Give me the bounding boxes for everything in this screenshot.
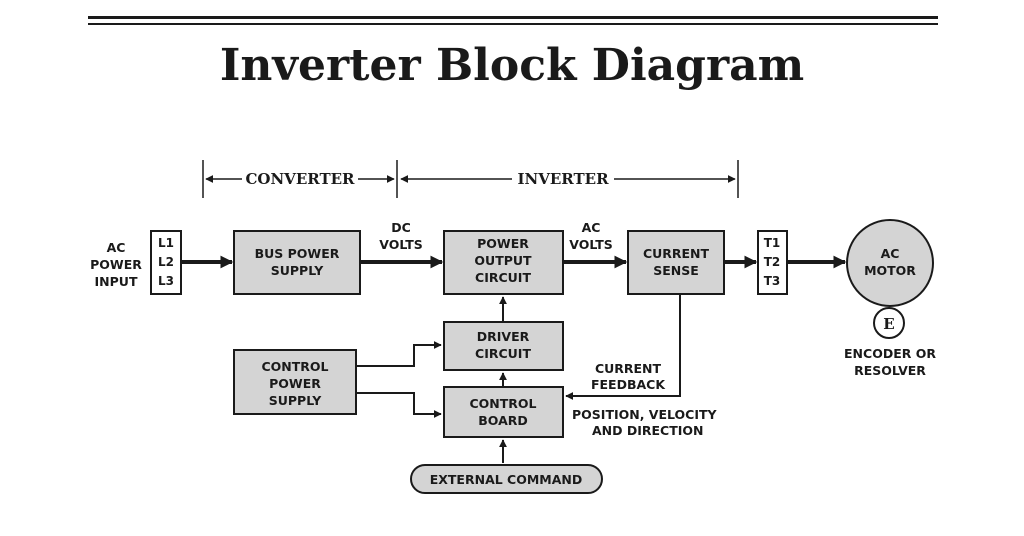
svg-text:ENCODER OR: ENCODER OR — [844, 346, 936, 361]
inverter-span: INVERTER — [400, 160, 739, 198]
external-command-block: EXTERNAL COMMAND — [410, 464, 603, 494]
svg-text:POSITION, VELOCITY: POSITION, VELOCITY — [572, 407, 718, 422]
svg-text:BOARD: BOARD — [478, 413, 528, 428]
diagram-title: Inverter Block Diagram — [220, 40, 804, 91]
power-output-circuit-block: POWER OUTPUT CIRCUIT — [443, 230, 564, 295]
svg-text:CURRENT: CURRENT — [643, 246, 710, 261]
svg-text:SUPPLY: SUPPLY — [271, 263, 324, 278]
svg-text:CIRCUIT: CIRCUIT — [475, 270, 531, 285]
terminal-l2: L2 — [158, 255, 174, 269]
input-terminal-block: L1 L2 L3 — [150, 230, 182, 295]
svg-text:MOTOR: MOTOR — [864, 263, 916, 278]
ac-motor: AC MOTOR — [846, 219, 934, 307]
encoder-label: ENCODER OR RESOLVER — [844, 346, 936, 378]
svg-text:VOLTS: VOLTS — [379, 237, 423, 252]
svg-text:SENSE: SENSE — [653, 263, 699, 278]
dc-volts-label: DC VOLTS — [379, 220, 423, 252]
terminal-l3: L3 — [158, 274, 174, 288]
svg-text:POWER: POWER — [477, 236, 529, 251]
terminal-t2: T2 — [764, 255, 781, 269]
svg-text:CONTROL: CONTROL — [261, 359, 328, 374]
svg-text:SUPPLY: SUPPLY — [269, 393, 322, 408]
svg-text:POWER: POWER — [90, 257, 142, 272]
current-sense-block: CURRENT SENSE — [627, 230, 725, 295]
encoder: E — [873, 307, 905, 339]
svg-text:INPUT: INPUT — [95, 274, 138, 289]
top-rule-lower — [88, 23, 938, 25]
svg-text:BUS POWER: BUS POWER — [255, 246, 340, 261]
converter-label: CONVERTER — [245, 170, 355, 188]
svg-text:DRIVER: DRIVER — [477, 329, 530, 344]
current-feedback-label: CURRENT FEEDBACK — [591, 361, 666, 392]
svg-text:CIRCUIT: CIRCUIT — [475, 346, 531, 361]
terminal-l1: L1 — [158, 236, 174, 250]
terminal-t1: T1 — [764, 236, 781, 250]
driver-circuit-block: DRIVER CIRCUIT — [443, 321, 564, 371]
control-power-supply-block: CONTROL POWER SUPPLY — [233, 349, 357, 415]
converter-span: CONVERTER — [202, 160, 398, 198]
svg-text:E: E — [883, 315, 894, 333]
ac-power-input-label: AC POWER INPUT — [90, 240, 142, 289]
svg-text:EXTERNAL COMMAND: EXTERNAL COMMAND — [430, 472, 583, 487]
svg-text:AC: AC — [881, 246, 900, 261]
terminal-t3: T3 — [764, 274, 781, 288]
svg-text:DC: DC — [391, 220, 411, 235]
position-velocity-label: POSITION, VELOCITY AND DIRECTION — [572, 407, 718, 438]
bus-power-supply-block: BUS POWER SUPPLY — [233, 230, 361, 295]
current-feedback-line — [565, 294, 681, 400]
cps-to-board-arrow — [356, 392, 442, 418]
ac-volts-label: AC VOLTS — [569, 220, 613, 252]
svg-text:CONTROL: CONTROL — [469, 396, 536, 411]
svg-text:FEEDBACK: FEEDBACK — [591, 377, 666, 392]
svg-text:AC: AC — [107, 240, 126, 255]
svg-text:AC: AC — [582, 220, 601, 235]
output-terminal-block: T1 T2 T3 — [757, 230, 788, 295]
top-rule-upper — [88, 16, 938, 19]
svg-text:POWER: POWER — [269, 376, 321, 391]
control-board-block: CONTROL BOARD — [443, 386, 564, 438]
inverter-label: INVERTER — [517, 170, 609, 188]
svg-text:RESOLVER: RESOLVER — [854, 363, 926, 378]
svg-text:OUTPUT: OUTPUT — [474, 253, 532, 268]
svg-text:AND DIRECTION: AND DIRECTION — [592, 423, 704, 438]
svg-text:VOLTS: VOLTS — [569, 237, 613, 252]
cps-to-driver-arrow — [356, 341, 442, 367]
svg-text:CURRENT: CURRENT — [595, 361, 662, 376]
